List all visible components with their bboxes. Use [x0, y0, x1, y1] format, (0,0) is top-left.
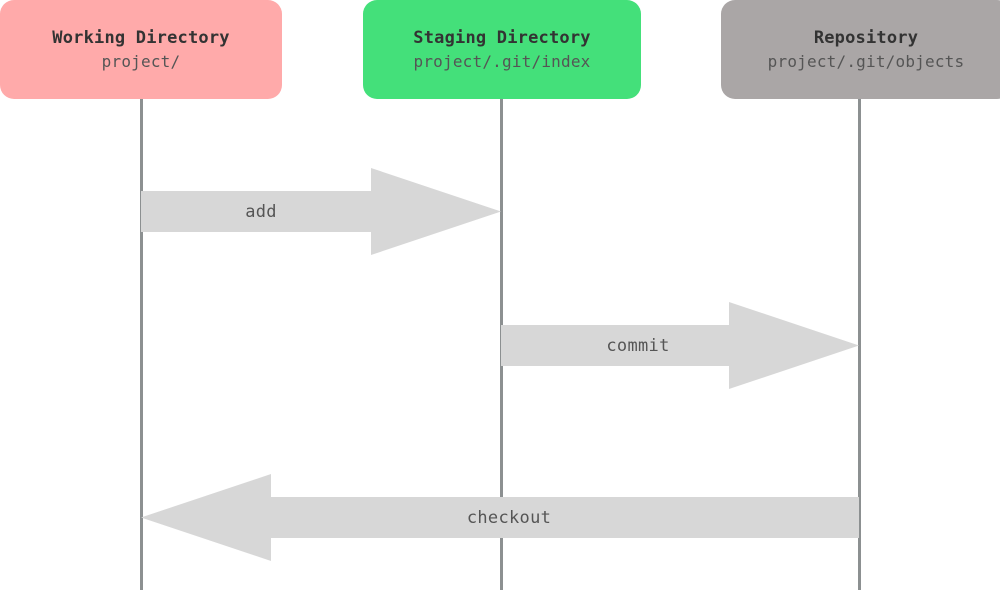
message-arrow-add[interactable]: [141, 168, 501, 256]
message-label-commit: commit: [606, 336, 670, 356]
actor-title: Working Directory: [52, 27, 230, 48]
actor-subtitle: project/.git/index: [413, 51, 591, 71]
actor-box-working-directory[interactable]: Working Directory project/: [0, 0, 282, 99]
lifeline-working-directory: [140, 99, 143, 590]
actor-box-repository[interactable]: Repository project/.git/objects: [721, 0, 1000, 99]
actor-title: Repository: [813, 27, 919, 48]
actor-subtitle: project/.git/objects: [767, 51, 965, 71]
actor-subtitle: project/: [101, 51, 181, 71]
actor-box-staging-directory[interactable]: Staging Directory project/.git/index: [363, 0, 641, 99]
lifeline-repository: [858, 99, 861, 590]
message-arrow-commit[interactable]: [501, 302, 859, 390]
actor-title: Staging Directory: [413, 27, 591, 48]
message-label-checkout: checkout: [466, 508, 552, 528]
message-arrow-checkout[interactable]: [141, 474, 859, 562]
message-label-add: add: [245, 202, 277, 222]
